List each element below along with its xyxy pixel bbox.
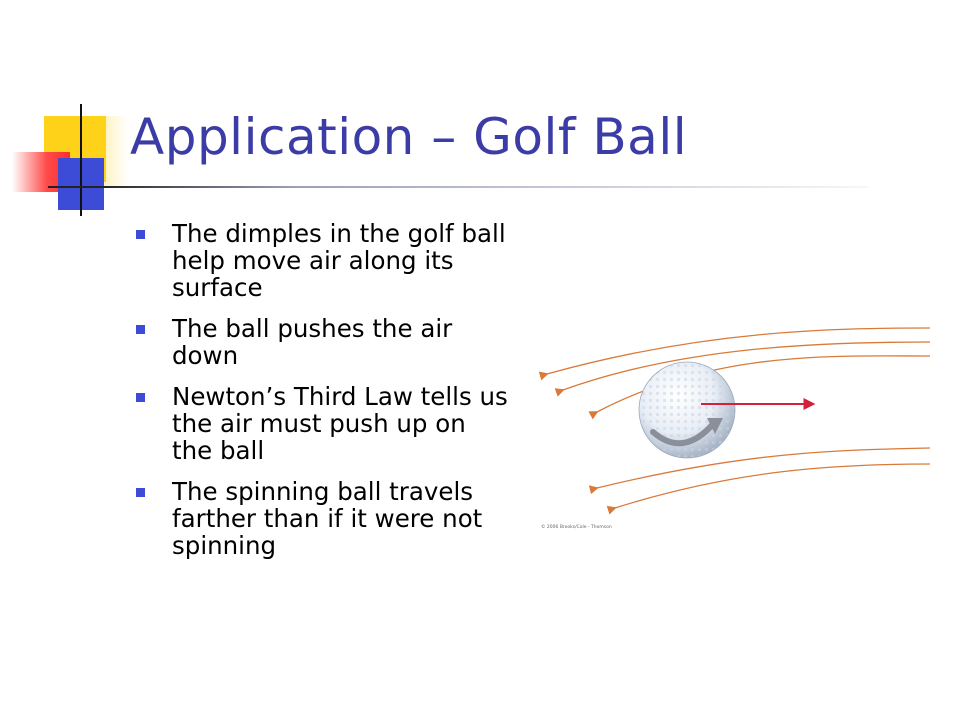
bullet-square-icon [136,488,145,497]
airflow-line [606,463,931,515]
figure-credit: © 2006 Brooks/Cole - Thomson [541,523,612,530]
bullet-text: The dimples in the golf ball help move a… [172,219,506,302]
bullet-text: The spinning ball travels farther than i… [172,477,483,560]
bullet-square-icon [136,325,145,334]
bullet-square-icon [136,393,145,402]
airflow-lines [538,327,931,515]
decorative-vertical-line [80,104,82,216]
slide-title: Application – Golf Ball [130,108,688,166]
golf-ball-airflow-diagram: © 2006 Brooks/Cole - Thomson [538,327,931,530]
bullet-item: The ball pushes the air down [130,315,510,369]
airflow-line [588,447,931,495]
bullet-square-icon [136,230,145,239]
bullet-item: Newton’s Third Law tells us the air must… [130,383,510,464]
bullet-item: The dimples in the golf ball help move a… [130,220,510,301]
airflow-line [538,327,931,381]
bullet-list: The dimples in the golf ball help move a… [130,220,510,573]
spin-arrow-icon [650,418,723,447]
bullet-text: Newton’s Third Law tells us the air must… [172,382,508,465]
bullet-text: The ball pushes the air down [172,314,453,370]
title-underline [48,186,868,188]
airflow-line [554,341,931,397]
bullet-item: The spinning ball travels farther than i… [130,478,510,559]
golf-ball [638,361,736,459]
